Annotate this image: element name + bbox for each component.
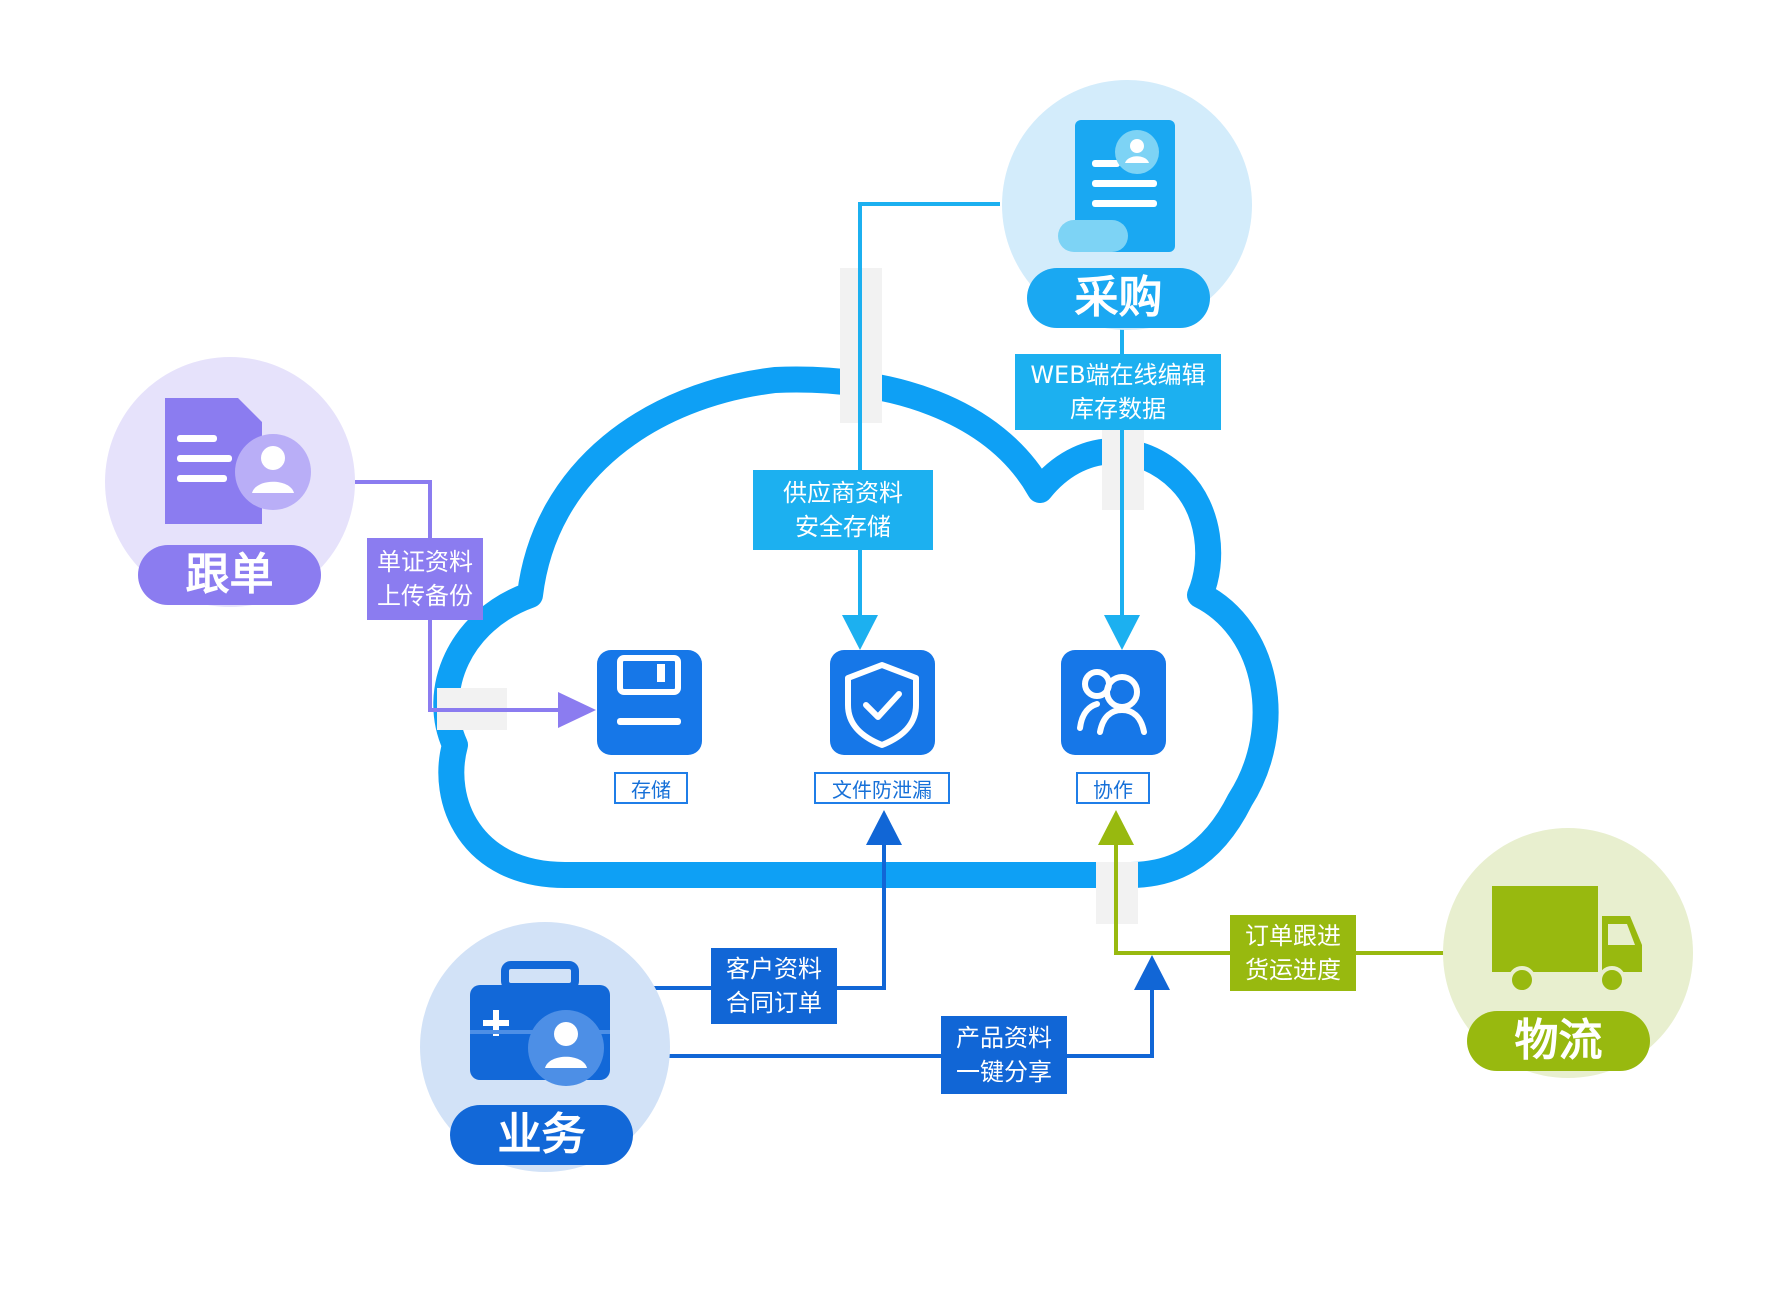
arrow-head-collab-bottom	[1134, 955, 1170, 990]
arrow-head-dlp	[842, 615, 878, 650]
flow-label-wuliu: 订单跟进 货运进度	[1230, 915, 1356, 991]
node-caigou-label: 采购	[1027, 268, 1210, 328]
service-collab-label: 协作	[1076, 772, 1150, 804]
briefcase-user-icon	[470, 961, 610, 1086]
flow-yewu-b-line2: 一键分享	[956, 1058, 1052, 1086]
truck-icon	[1492, 886, 1642, 994]
flow-label-caigou-a: 供应商资料 安全存储	[753, 470, 933, 550]
shield-check-icon	[830, 650, 935, 755]
floppy-disk-icon	[597, 650, 702, 755]
purchase-document-icon	[1058, 120, 1175, 252]
flow-wuliu-line2: 货运进度	[1245, 956, 1341, 984]
node-wuliu-label: 物流	[1467, 1011, 1650, 1071]
flow-caigou-b-line1: WEB端在线编辑	[1030, 361, 1206, 389]
flow-label-yewu-b: 产品资料 一键分享	[941, 1016, 1067, 1094]
node-gendan-label: 跟单	[138, 545, 321, 605]
flow-label-gendan: 单证资料 上传备份	[367, 538, 483, 620]
flow-wuliu-line1: 订单跟进	[1245, 922, 1341, 950]
flow-gendan-line1: 单证资料	[377, 548, 473, 576]
arrow-head-collab-green	[1098, 810, 1134, 845]
arrow-head-storage	[558, 692, 596, 728]
service-storage-label: 存储	[614, 772, 688, 804]
flow-gendan-line2: 上传备份	[377, 582, 473, 610]
flow-yewu-a-line1: 客户资料	[726, 955, 822, 983]
flow-yewu-b-line1: 产品资料	[956, 1024, 1052, 1052]
people-icon	[1061, 650, 1166, 755]
flow-label-caigou-b: WEB端在线编辑 库存数据	[1015, 354, 1221, 430]
arrow-head-dlp-bottom	[866, 810, 902, 845]
service-dlp-label: 文件防泄漏	[814, 772, 950, 804]
flow-label-yewu-a: 客户资料 合同订单	[711, 948, 837, 1024]
flow-line-yewu-b	[668, 985, 1154, 1058]
flow-yewu-a-line2: 合同订单	[726, 989, 822, 1017]
arrow-head-collab-top	[1104, 615, 1140, 650]
flow-caigou-a-line2: 安全存储	[795, 513, 891, 541]
flow-caigou-b-line2: 库存数据	[1070, 395, 1166, 423]
node-yewu-label: 业务	[450, 1105, 633, 1165]
flow-caigou-a-line1: 供应商资料	[783, 479, 903, 507]
document-user-icon	[165, 398, 311, 524]
